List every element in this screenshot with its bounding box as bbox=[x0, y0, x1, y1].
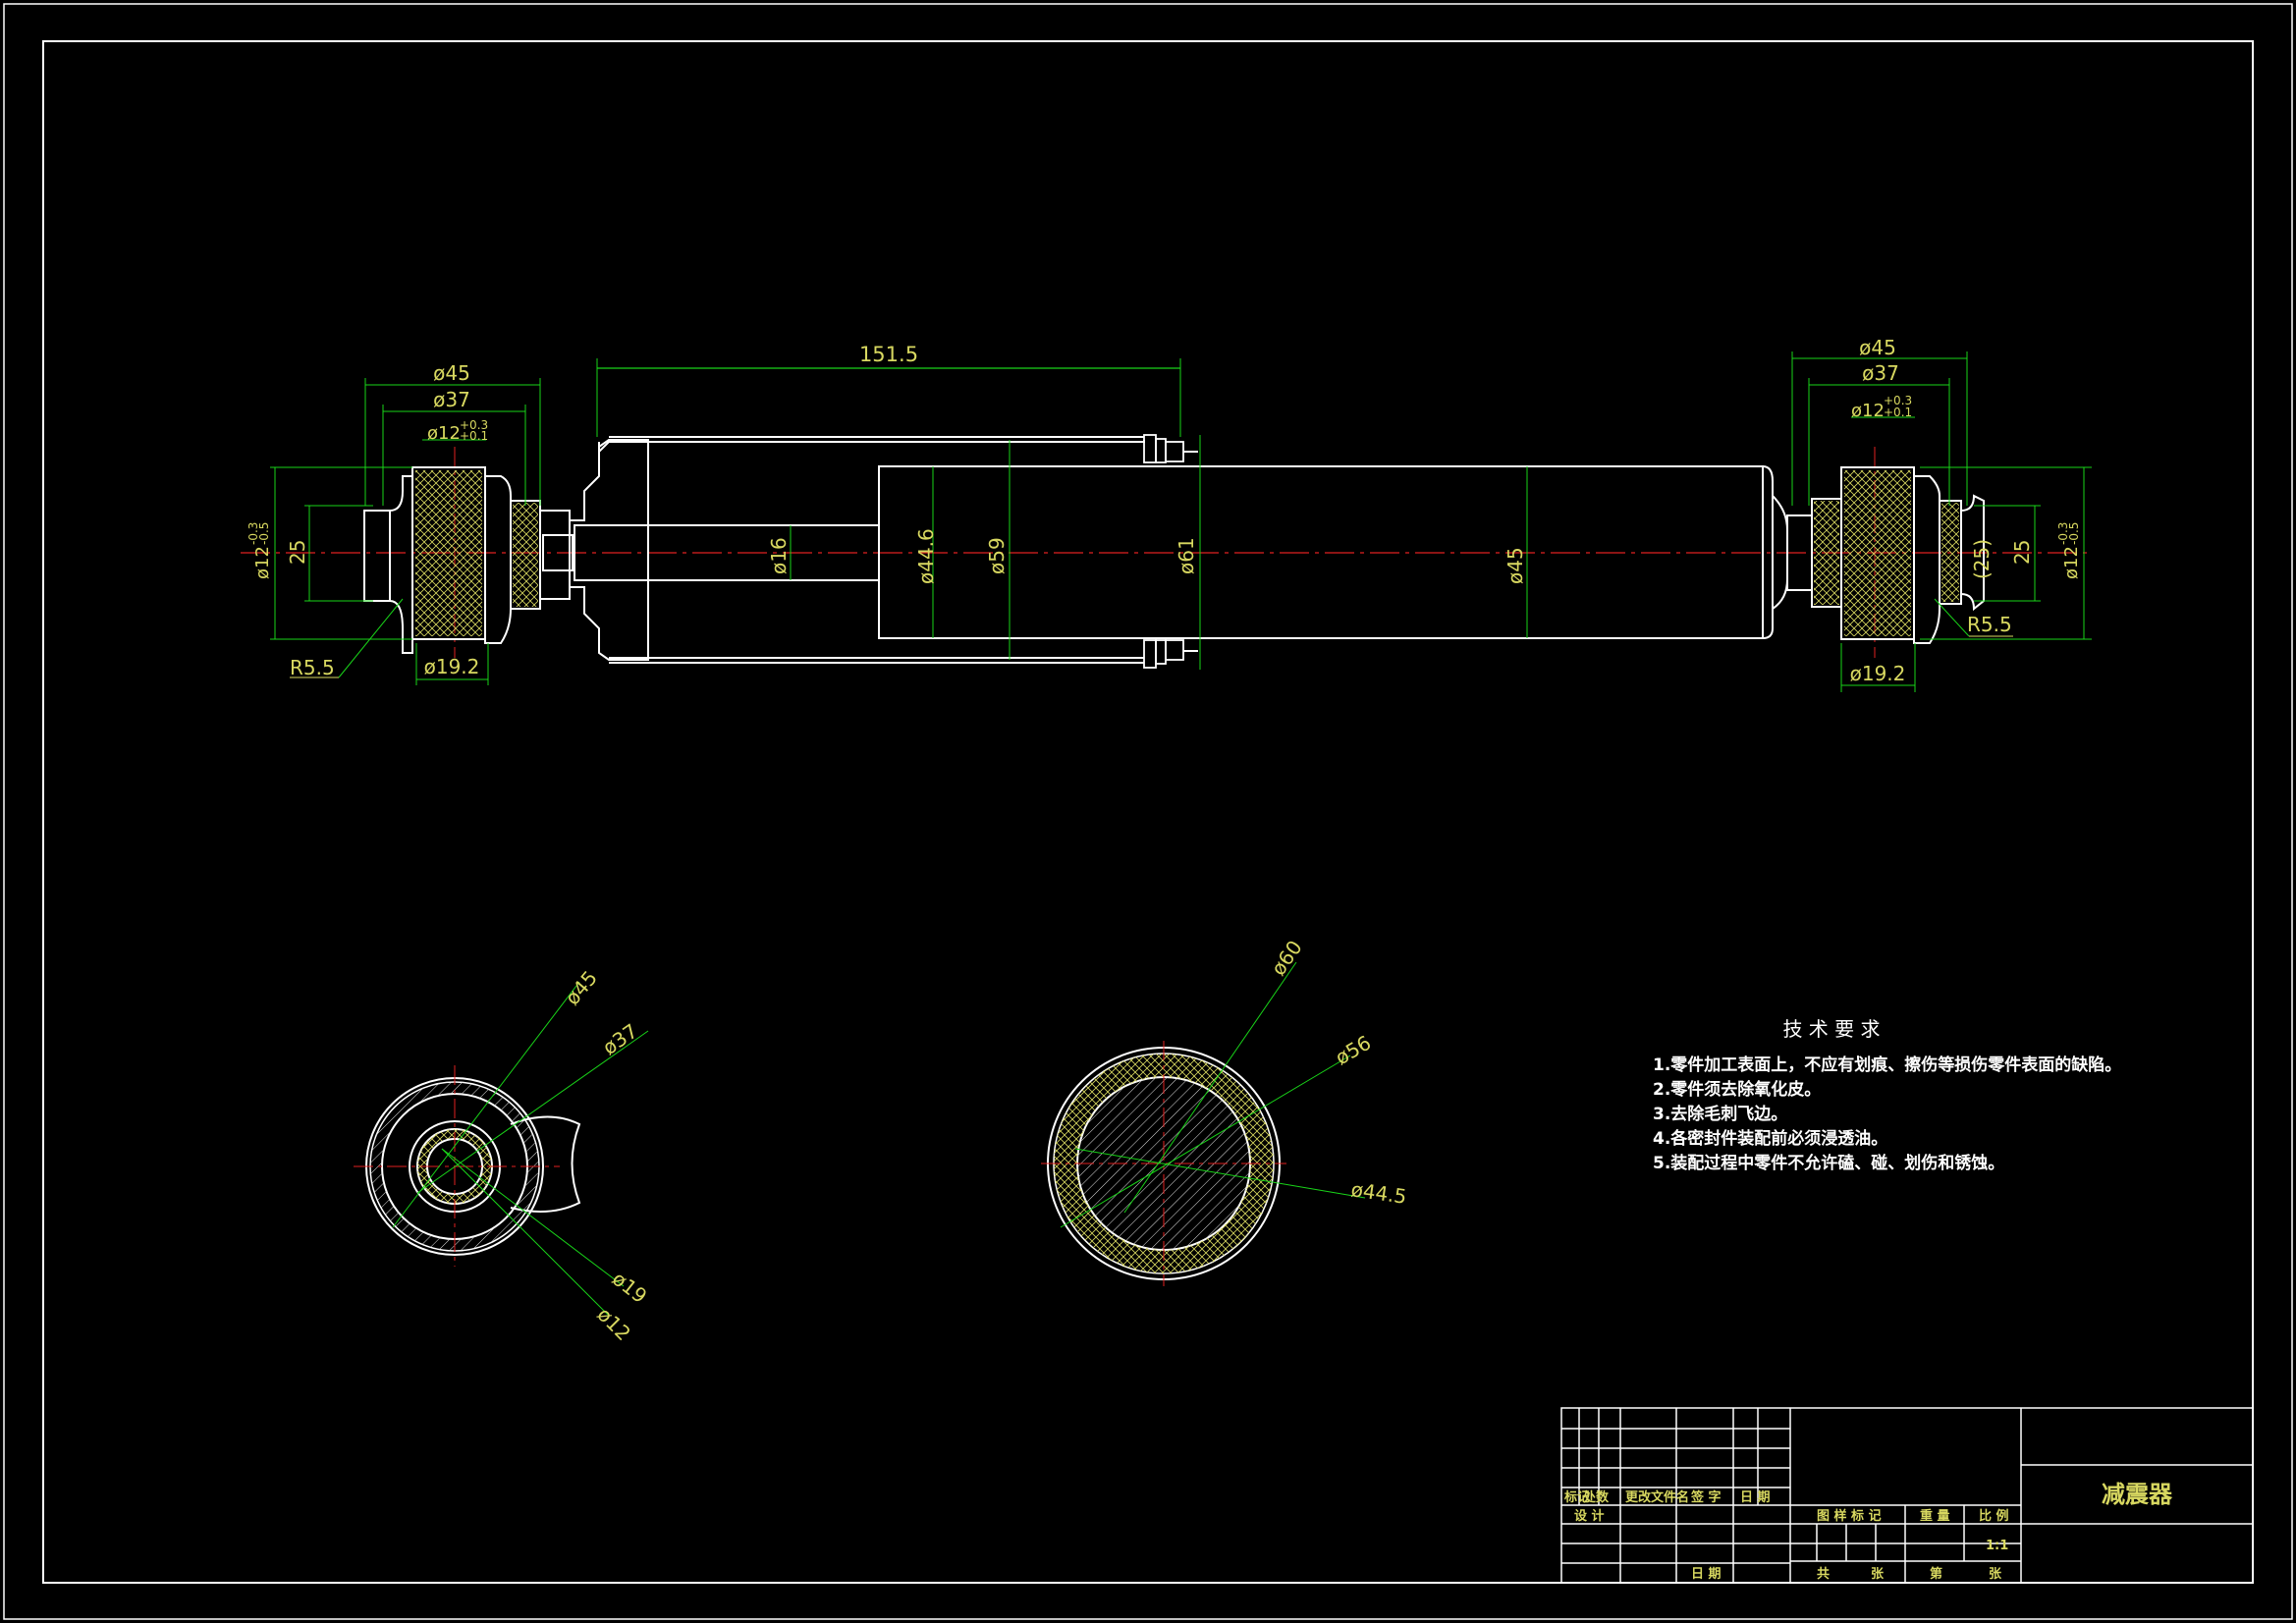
left-eye-d12-tol-upper: +0.3 bbox=[460, 418, 488, 432]
left-section-d12: ø12 bbox=[592, 1303, 635, 1346]
left-radius: R5.5 bbox=[290, 656, 335, 679]
left-side-d12: ø12 bbox=[252, 546, 273, 579]
tb-date-head: 日 期 bbox=[1740, 1490, 1771, 1505]
tech-item-2: 2.零件须去除氧化皮。 bbox=[1653, 1079, 1821, 1100]
tb-change-doc: 更改文件名 bbox=[1625, 1489, 1689, 1505]
right-section-d44-5: ø44.5 bbox=[1349, 1177, 1408, 1209]
right-section-d56: ø56 bbox=[1332, 1031, 1376, 1070]
tb-page: 第 bbox=[1930, 1566, 1942, 1582]
left-section-d19: ø19 bbox=[608, 1267, 651, 1308]
right-eye-d12-tol-lower: +0.1 bbox=[1884, 406, 1912, 419]
right-eye-d12-tol-upper: +0.3 bbox=[1884, 394, 1912, 407]
left-eye-d45: ø45 bbox=[433, 361, 470, 385]
outer-border bbox=[3, 3, 2293, 1620]
right-side-tol-upper: -0.3 bbox=[2056, 522, 2070, 545]
tube-d61: ø61 bbox=[1175, 537, 1198, 574]
left-section-view: ø45 ø37 ø19 ø12 bbox=[354, 966, 651, 1345]
left-eye-d12-tol-lower: +0.1 bbox=[460, 429, 488, 443]
title-block: 标记 处数 更改文件名 签 字 日 期 设 计 日 期 图 样 标 记 重 量 … bbox=[1560, 1407, 2254, 1584]
left-section-d37: ø37 bbox=[598, 1019, 642, 1059]
tech-item-5: 5.装配过程中零件不允许磕、碰、划伤和锈蚀。 bbox=[1653, 1153, 2004, 1173]
tech-title: 技 术 要 求 bbox=[1782, 1017, 1880, 1041]
top-view bbox=[241, 434, 2087, 669]
right-width-25: 25 bbox=[2010, 540, 2034, 565]
part-name: 减震器 bbox=[2102, 1481, 2173, 1508]
left-section-d45: ø45 bbox=[560, 966, 602, 1009]
tb-sheets-2: 张 bbox=[1989, 1567, 2002, 1582]
right-eye-d19-2: ø19.2 bbox=[1850, 662, 1906, 685]
tb-design: 设 计 bbox=[1574, 1508, 1605, 1524]
left-side-tol-upper: -0.3 bbox=[246, 522, 260, 545]
tb-drawing-mark: 图 样 标 记 bbox=[1817, 1508, 1882, 1524]
tech-requirements: 技 术 要 求 1.零件加工表面上，不应有划痕、擦伤等损伤零件表面的缺陷。 2.… bbox=[1653, 1017, 2121, 1173]
left-eye-d19-2: ø19.2 bbox=[424, 655, 480, 678]
tb-sheets: 张 bbox=[1871, 1567, 1885, 1582]
right-side-d12: ø12 bbox=[2061, 546, 2082, 579]
right-eye-d45: ø45 bbox=[1859, 336, 1896, 359]
right-side-tol-lower: -0.5 bbox=[2067, 522, 2081, 545]
right-ref-25: (25) bbox=[1970, 539, 1994, 579]
tech-item-3: 3.去除毛刺飞边。 bbox=[1653, 1104, 1787, 1124]
overall-length-label: 151.5 bbox=[859, 343, 918, 366]
top-view-dimensions: 151.5 ø45 ø37 ø12 +0.3 +0.1 ø12 -0.3 -0.… bbox=[246, 336, 2092, 692]
right-eye-d12: ø12 bbox=[1851, 401, 1885, 421]
tb-mark: 标记 bbox=[1563, 1489, 1590, 1505]
tb-weight: 重 量 bbox=[1920, 1508, 1950, 1524]
inner-d44-6: ø44.6 bbox=[914, 528, 938, 584]
tb-date: 日 期 bbox=[1691, 1567, 1722, 1582]
right-radius: R5.5 bbox=[1967, 613, 2012, 636]
left-side-tol-lower: -0.5 bbox=[257, 522, 271, 545]
rod-d16: ø16 bbox=[767, 537, 791, 574]
tb-scale-value: 1:1 bbox=[1986, 1539, 2008, 1553]
tb-count: 处数 bbox=[1582, 1489, 1610, 1505]
tb-total: 共 bbox=[1817, 1566, 1830, 1582]
tb-scale-label: 比 例 bbox=[1979, 1508, 2009, 1524]
left-eye-d12: ø12 bbox=[427, 423, 461, 444]
tech-item-1: 1.零件加工表面上，不应有划痕、擦伤等损伤零件表面的缺陷。 bbox=[1653, 1055, 2121, 1075]
right-eye-d37: ø37 bbox=[1862, 361, 1899, 385]
left-eye-d37: ø37 bbox=[433, 388, 470, 411]
reservoir-d45: ø45 bbox=[1503, 547, 1527, 584]
left-width-25: 25 bbox=[286, 540, 309, 565]
tb-signature: 签 字 bbox=[1690, 1489, 1722, 1505]
right-section-view: ø60 ø56 ø44.5 bbox=[1041, 936, 1408, 1286]
inner-border bbox=[42, 40, 2254, 1584]
tech-item-4: 4.各密封件装配前必须浸透油。 bbox=[1653, 1128, 1887, 1149]
right-section-d60: ø60 bbox=[1266, 936, 1306, 980]
tube-d59: ø59 bbox=[985, 537, 1009, 574]
